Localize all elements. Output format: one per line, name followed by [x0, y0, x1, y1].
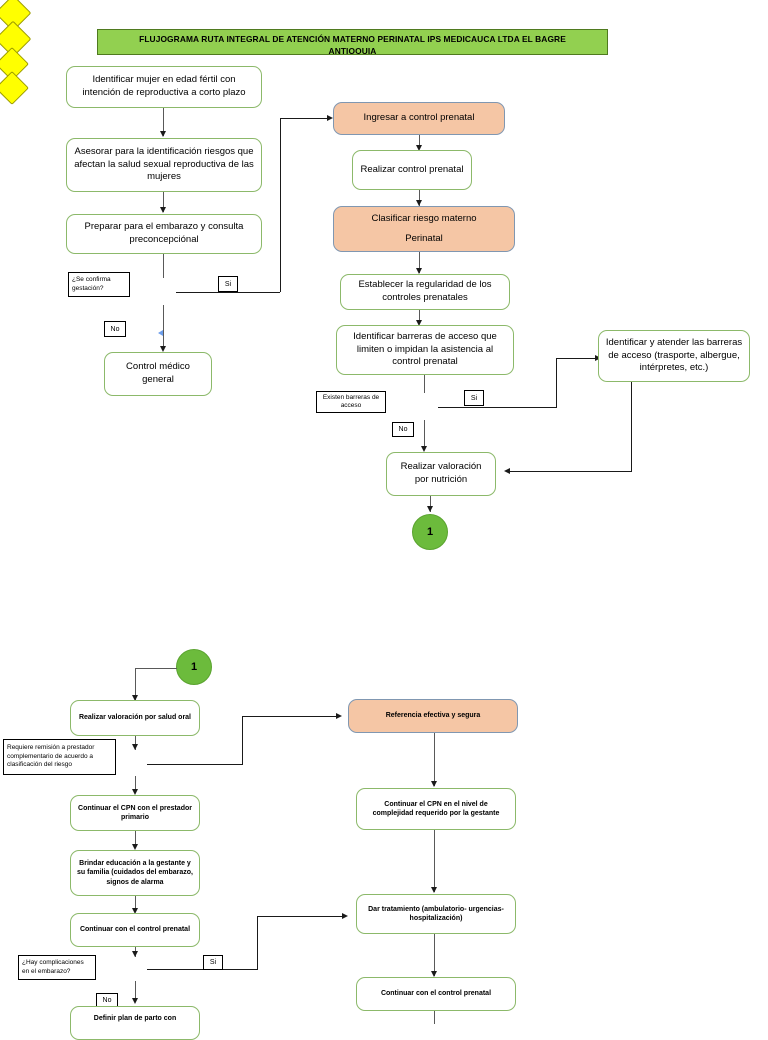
edge-barreras-si-horizontal — [438, 407, 557, 408]
label-gestacion-si: Si — [218, 276, 238, 292]
edge-gestacion-no-vertical — [163, 305, 164, 349]
arrowhead-referencia-to-continuar-nivel — [431, 781, 437, 787]
arrowhead-gestacion-si-to-ingresar — [327, 115, 333, 121]
edge-nutricion-to-connector — [430, 496, 431, 512]
edge-realizar-to-clasificar — [419, 190, 420, 206]
note-se-confirma-gestacion: ¿Se confirma gestación? — [68, 272, 130, 297]
edge-establecer-to-identificar-barreras — [419, 310, 420, 324]
document-title-line2: ANTIOQUIA — [328, 46, 377, 55]
edge-remision-no-vertical — [135, 776, 136, 792]
node-realizar-valoracion-nutricion[interactable]: Realizar valoración por nutrición — [386, 452, 496, 496]
node-identificar-atender-barreras[interactable]: Identificar y atender las barreras de ac… — [598, 330, 750, 382]
edge-complicaciones-si-vertical — [257, 916, 258, 969]
label-barreras-si: Si — [464, 390, 484, 406]
edge-clasificar-to-establecer — [419, 252, 420, 273]
label-complicaciones-si: Si — [203, 955, 223, 970]
edge-asesorar-to-preparar — [163, 192, 164, 212]
node-realizar-valoracion-salud-oral[interactable]: Realizar valoración por salud oral — [70, 700, 200, 736]
edge-complicaciones-si-horizontal — [147, 969, 258, 970]
node-brindar-educacion-gestante[interactable]: Brindar educación a la gestante y su fam… — [70, 850, 200, 896]
node-continuar-cpn-prestador-primario[interactable]: Continuar el CPN con el prestador primar… — [70, 795, 200, 831]
arrowhead-tratamiento-to-continuar-control-right — [431, 971, 437, 977]
arrowhead-establecer-to-identificar-barreras — [416, 320, 422, 326]
arrowhead-continuar-control-to-decision2 — [132, 951, 138, 957]
node-establecer-regularidad[interactable]: Establecer la regularidad de los control… — [340, 274, 510, 310]
arrowhead-salud-oral-to-decision — [132, 744, 138, 750]
node-identificar-barreras-acceso[interactable]: Identificar barreras de acceso que limit… — [336, 325, 514, 375]
node-continuar-control-prenatal-right[interactable]: Continuar con el control prenatal — [356, 977, 516, 1011]
edge-educacion-to-continuar-control — [135, 896, 136, 912]
arrowhead-nutricion-to-connector — [427, 506, 433, 512]
edge-remision-si-vertical — [242, 716, 243, 764]
node-referencia-efectiva-segura[interactable]: Referencia efectiva y segura — [348, 699, 518, 733]
node-clasificar-riesgo-materno[interactable]: Clasificar riesgo materno Perinatal — [333, 206, 515, 252]
decision-hay-complicaciones[interactable] — [0, 71, 29, 105]
arrowhead-barreras-no-to-nutricion — [421, 446, 427, 452]
edge-tratamiento-to-continuar-control-right — [434, 934, 435, 976]
edge-remision-si-horizontal — [147, 764, 243, 765]
edge-gestacion-si-to-ingresar — [280, 118, 329, 119]
edge-referencia-to-continuar-nivel — [434, 733, 435, 786]
arrowhead-remision-no-to-continuar-cpn — [132, 789, 138, 795]
edge-continuar-control-right-out — [434, 1011, 435, 1024]
node-dar-tratamiento[interactable]: Dar tratamiento (ambulatorio- urgencias-… — [356, 894, 516, 934]
node-continuar-cpn-nivel-complejidad[interactable]: Continuar el CPN en el nivel de compleji… — [356, 788, 516, 830]
document-title-line1: FLUJOGRAMA RUTA INTEGRAL DE ATENCIÓN MAT… — [139, 34, 566, 44]
edge-gestacion-si-vertical — [280, 118, 281, 292]
arrowhead-complicaciones-no-to-plan-parto — [132, 998, 138, 1004]
arrowhead-ingresar-to-realizar — [416, 145, 422, 151]
node-preparar-embarazo[interactable]: Preparar para el embarazo y consulta pre… — [66, 214, 262, 254]
edge-connector-in-horizontal — [135, 668, 177, 669]
arrowhead-educacion-to-continuar-control — [132, 908, 138, 914]
arrowhead-remision-si-to-referencia — [336, 713, 342, 719]
arrowhead-atender-return-to-nutricion — [504, 468, 510, 474]
edge-continuar-nivel-to-tratamiento — [434, 830, 435, 892]
edge-gestacion-si-horizontal — [176, 292, 280, 293]
node-definir-plan-parto[interactable]: Definir plan de parto con — [70, 1006, 200, 1040]
node-asesorar-identificacion-riesgos[interactable]: Asesorar para la identificación riesgos … — [66, 138, 262, 192]
label-barreras-no: No — [392, 422, 414, 437]
arrowhead-gestacion-no-mid — [158, 330, 163, 336]
arrowhead-clasificar-to-establecer — [416, 268, 422, 274]
arrowhead-realizar-to-clasificar — [416, 200, 422, 206]
connector-out-1[interactable]: 1 — [412, 514, 448, 550]
edge-barreras-si-to-atender — [556, 358, 597, 359]
node-realizar-control-prenatal[interactable]: Realizar control prenatal — [352, 150, 472, 190]
note-existen-barreras-acceso: Existen barreras de acceso — [316, 391, 386, 413]
arrowhead-connector-in-to-salud-oral — [132, 695, 138, 701]
label-gestacion-no: No — [104, 321, 126, 337]
node-control-medico-general[interactable]: Control médico general — [104, 352, 212, 396]
connector-in-1[interactable]: 1 — [176, 649, 212, 685]
arrowhead-complicaciones-si-to-tratamiento — [342, 913, 348, 919]
node-ingresar-control-prenatal[interactable]: Ingresar a control prenatal — [333, 102, 505, 135]
arrowhead-continuar-nivel-to-tratamiento — [431, 887, 437, 893]
clasificar-line-2: Perinatal — [405, 232, 443, 244]
clasificar-line-1: Clasificar riesgo materno — [371, 212, 477, 224]
edge-atender-return-horizontal — [508, 471, 632, 472]
edge-barreras-si-vertical — [556, 358, 557, 407]
edge-preparar-to-decision — [163, 254, 164, 278]
edge-connector-in-vertical — [135, 668, 136, 700]
node-continuar-control-prenatal-left[interactable]: Continuar con el control prenatal — [70, 913, 200, 947]
arrowhead-continuar-cpn-to-educacion — [132, 844, 138, 850]
note-hay-complicaciones: ¿Hay complicaciones en el embarazo? — [18, 955, 96, 980]
edge-barreras-no-vertical — [424, 420, 425, 450]
node-identificar-mujer[interactable]: Identificar mujer en edad fértil con int… — [66, 66, 262, 108]
edge-continuar-cpn-to-educacion — [135, 831, 136, 848]
edge-remision-si-to-referencia — [242, 716, 338, 717]
document-title-banner: FLUJOGRAMA RUTA INTEGRAL DE ATENCIÓN MAT… — [97, 29, 608, 55]
arrowhead-asesorar-to-preparar — [160, 207, 166, 213]
arrowhead-gestacion-no-to-control — [160, 346, 166, 352]
edge-identificar-to-asesorar — [163, 108, 164, 136]
arrowhead-identificar-to-asesorar — [160, 131, 166, 137]
note-requiere-remision: Requiere remisión a prestador complement… — [3, 739, 116, 775]
edge-identificar-barreras-to-decision — [424, 375, 425, 393]
edge-complicaciones-no-vertical — [135, 981, 136, 1001]
edge-atender-return-vertical — [631, 382, 632, 471]
edge-salud-oral-to-decision — [135, 736, 136, 750]
edge-complicaciones-si-to-tratamiento — [257, 916, 344, 917]
edge-ingresar-to-realizar — [419, 135, 420, 149]
